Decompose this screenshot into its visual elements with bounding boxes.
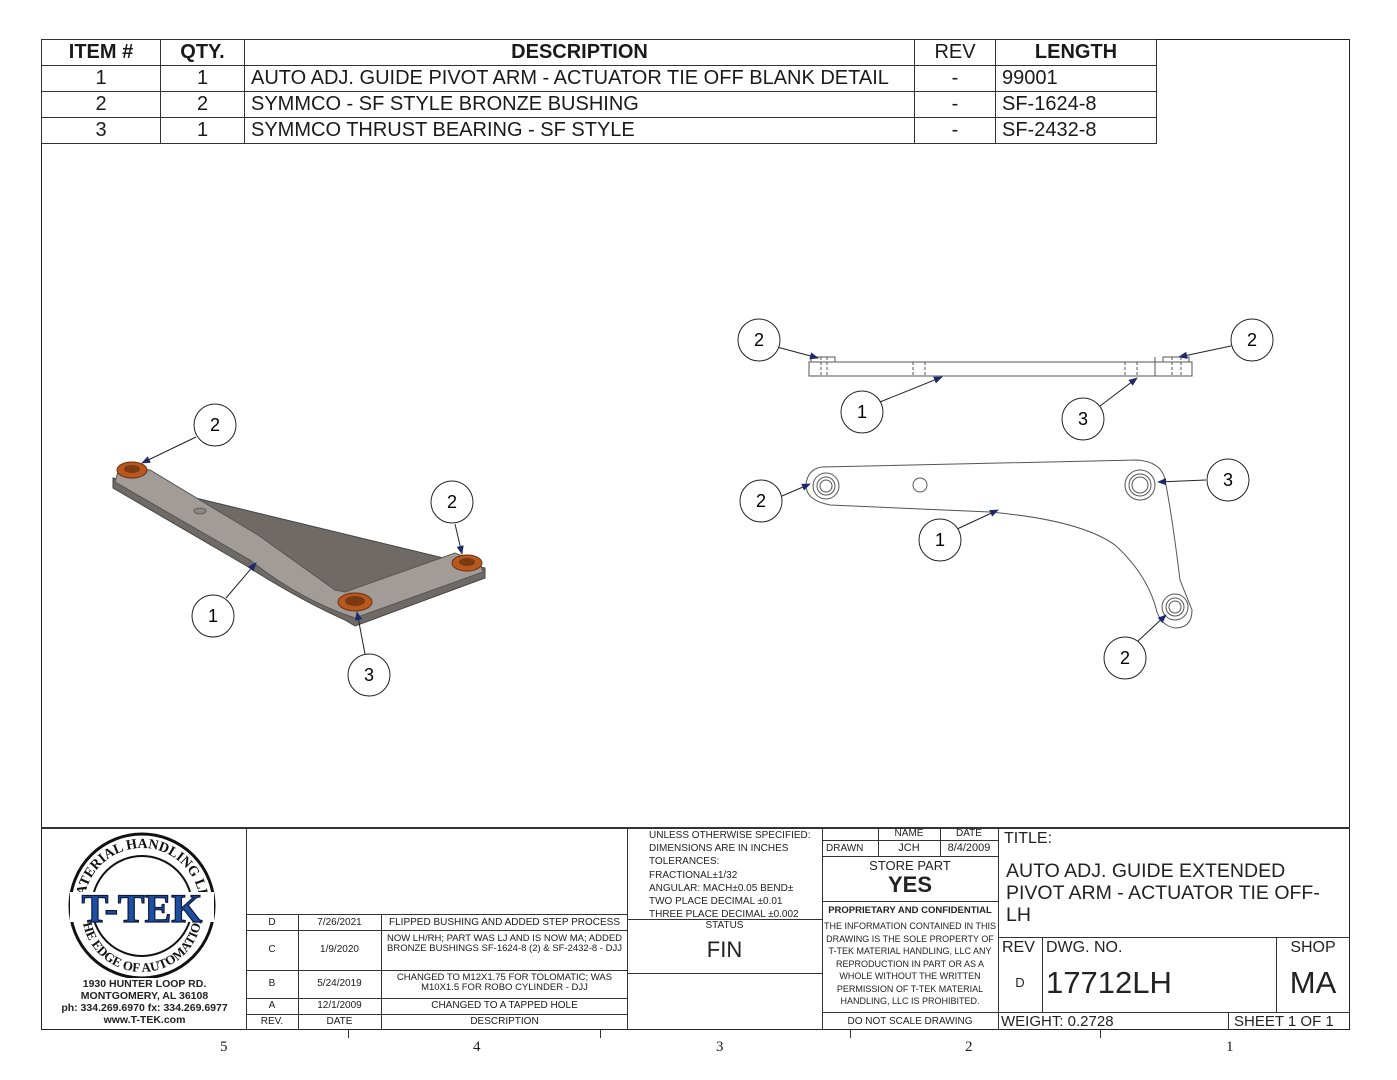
tolerance-line: TWO PLACE DECIMAL ±0.01 — [649, 896, 783, 908]
tolerance-line: TOLERANCES: — [649, 856, 720, 868]
sheet-number: SHEET 1 OF 1 — [1234, 1013, 1334, 1030]
top-view — [808, 356, 1193, 377]
dwg-no-label: DWG. NO. — [1046, 939, 1123, 956]
proprietary-title: PROPRIETARY AND CONFIDENTIAL — [828, 905, 992, 916]
revision-letter: A — [268, 1000, 276, 1011]
zone-marker: 2 — [965, 1039, 973, 1055]
drawing-title: AUTO ADJ. GUIDE EXTENDED PIVOT ARM - ACT… — [1006, 860, 1320, 926]
bom-description: SYMMCO - SF STYLE BRONZE BUSHING — [244, 91, 915, 118]
store-part-value: YES — [887, 872, 933, 897]
bronze-bushing-icon — [116, 461, 148, 479]
bom-qty: 1 — [160, 65, 245, 92]
balloon-label: 1 — [208, 606, 218, 626]
balloon-label: 2 — [756, 491, 766, 511]
tolerance-line: UNLESS OTHERWISE SPECIFIED: — [649, 830, 811, 841]
title-label: TITLE: — [1004, 830, 1053, 847]
zone-marker: 5 — [220, 1039, 228, 1055]
balloon-label: 1 — [935, 530, 945, 550]
revision-description: NOW LH/RH; PART WAS LJ AND IS NOW MA; AD… — [386, 933, 623, 954]
logo-main-text: T-TEK — [82, 886, 203, 931]
drawn-date: 8/4/2009 — [947, 842, 991, 854]
isometric-view: 2 2 1 3 — [112, 403, 486, 697]
bom-row: 2 2 SYMMCO - SF STYLE BRONZE BUSHING - S… — [41, 91, 1157, 118]
store-part-label: STORE PART — [869, 858, 951, 873]
drawing-number: 17712LH — [1046, 965, 1172, 1000]
drawn-by-name: JCH — [898, 842, 920, 854]
revision-date: 7/26/2021 — [317, 917, 362, 928]
bom-description: SYMMCO THRUST BEARING - SF STYLE — [244, 117, 915, 144]
tolerance-notes: UNLESS OTHERWISE SPECIFIED: DIMENSIONS A… — [649, 829, 811, 921]
rev-value: D — [1015, 975, 1025, 990]
bom-header-description: DESCRIPTION — [244, 39, 915, 66]
bom-length: SF-1624-8 — [995, 91, 1157, 118]
shop-label: SHOP — [1290, 939, 1336, 956]
bom-qty: 1 — [160, 117, 245, 144]
rev-label: REV — [1002, 939, 1035, 956]
bom-header-row: ITEM # QTY. DESCRIPTION REV LENGTH — [41, 39, 1157, 66]
revision-date: 12/1/2009 — [317, 1000, 362, 1011]
revision-header-date: DATE — [326, 1016, 353, 1027]
bom-qty: 2 — [160, 91, 245, 118]
bom-header-qty: QTY. — [160, 39, 245, 66]
balloon-label: 2 — [210, 415, 220, 435]
company-logo: MATERIAL HANDLING LLC THE EDGE OF AUTOMA… — [62, 830, 222, 980]
company-address: 1930 HUNTER LOOP RD. MONTGOMERY, AL 3610… — [43, 978, 246, 1026]
tolerance-line: ANGULAR: MACH±0.05 BEND± — [649, 882, 794, 894]
revision-date: 1/9/2020 — [320, 944, 359, 955]
date-label: DATE — [956, 828, 982, 839]
bom-description: AUTO ADJ. GUIDE PIVOT ARM - ACTUATOR TIE… — [244, 65, 915, 92]
revision-date: 5/24/2019 — [317, 978, 362, 989]
revision-header-rev: REV. — [260, 1016, 284, 1027]
thrust-bearing-icon — [337, 592, 373, 612]
bom-item: 3 — [41, 117, 161, 144]
weight: WEIGHT: 0.2728 — [1001, 1013, 1114, 1030]
revision-description: FLIPPED BUSHING AND ADDED STEP PROCESS — [389, 917, 620, 928]
bom-row: 1 1 AUTO ADJ. GUIDE PIVOT ARM - ACTUATOR… — [41, 65, 1157, 92]
balloon-label: 2 — [1247, 330, 1257, 350]
balloon-label: 2 — [1120, 648, 1130, 668]
website-link[interactable]: www.T-TEK.com — [103, 1014, 186, 1026]
tolerance-line: THREE PLACE DECIMAL ±0.002 — [649, 909, 799, 921]
revision-description: CHANGED TO M12X1.75 FOR TOLOMATIC; WAS M… — [396, 972, 613, 993]
status-value: FIN — [706, 937, 743, 962]
revision-letter: C — [268, 944, 276, 955]
front-view — [805, 459, 1193, 629]
bom-length: SF-2432-8 — [995, 117, 1157, 144]
balloon-label: 3 — [364, 665, 374, 685]
zone-marker: 3 — [716, 1039, 724, 1055]
tolerance-line: FRACTIONAL±1/32 — [649, 869, 738, 881]
zone-marker: 4 — [473, 1039, 481, 1055]
address-line-2: MONTGOMERY, AL 36108 — [80, 990, 209, 1002]
bill-of-materials-table: ITEM # QTY. DESCRIPTION REV LENGTH 1 1 A… — [41, 39, 1157, 144]
revision-header-description: DESCRIPTION — [470, 1016, 539, 1027]
balloon-label: 3 — [1223, 470, 1233, 490]
balloon-label: 3 — [1078, 409, 1088, 429]
tolerance-line: DIMENSIONS ARE IN INCHES — [649, 843, 789, 855]
balloon-label: 2 — [754, 330, 764, 350]
bom-row: 3 1 SYMMCO THRUST BEARING - SF STYLE - S… — [41, 117, 1157, 144]
balloon-label: 1 — [857, 402, 867, 422]
revision-letter: D — [268, 917, 276, 928]
revision-description: CHANGED TO A TAPPED HOLE — [431, 1000, 578, 1011]
do-not-scale-note: DO NOT SCALE DRAWING — [847, 1016, 973, 1027]
proprietary-text: THE INFORMATION CONTAINED IN THIS DRAWIN… — [823, 921, 996, 1006]
address-line-1: 1930 HUNTER LOOP RD. — [82, 978, 207, 990]
bronze-bushing-icon — [451, 554, 483, 572]
shop-value: MA — [1289, 965, 1337, 1000]
bom-item: 2 — [41, 91, 161, 118]
phone-line: ph: 334.269.6970 fx: 334.269.6977 — [61, 1002, 228, 1014]
status-label: STATUS — [705, 920, 744, 931]
zone-marker: 1 — [1226, 1039, 1234, 1055]
drawn-label: DRAWN — [826, 843, 864, 854]
name-label: NAME — [894, 828, 924, 839]
revision-letter: B — [268, 978, 276, 989]
balloon-label: 2 — [447, 492, 457, 512]
bom-rev: - — [914, 117, 996, 144]
bom-rev: - — [914, 91, 996, 118]
